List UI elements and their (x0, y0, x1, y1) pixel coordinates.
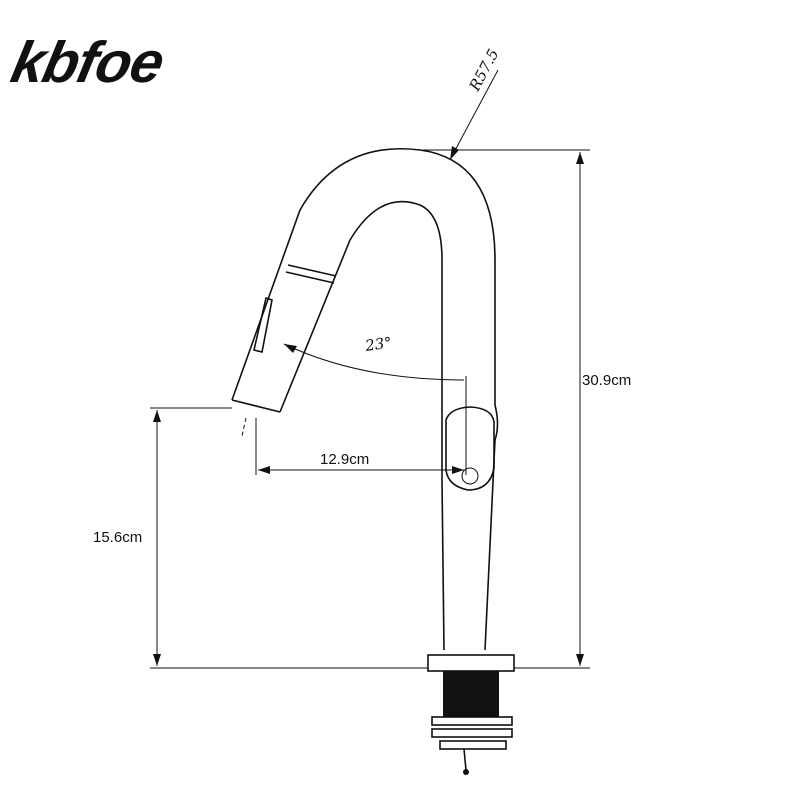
spout-height-label: 15.6cm (93, 529, 142, 546)
radius-leader-arrow (450, 146, 459, 160)
angle-arrow (284, 344, 297, 353)
spout-height-arrow-bottom (153, 654, 161, 666)
reach-arrow-left (258, 466, 270, 474)
height-total-arrow-top (576, 152, 584, 164)
washer-top (431, 716, 513, 726)
angle-label: 23° (363, 333, 393, 355)
angle-arc (283, 343, 465, 381)
nozzle-axis (241, 417, 247, 437)
brand-logo: kbfoe (6, 31, 169, 95)
reach-arrow-right (452, 466, 464, 474)
mounting-bolt (463, 748, 467, 771)
height-total-arrow-bottom (576, 654, 584, 666)
radius-leader-line (451, 69, 499, 157)
spray-head-band-lower (285, 271, 335, 284)
handle-pivot (461, 467, 479, 485)
spray-head-band (287, 264, 337, 277)
handle-lever (445, 406, 495, 491)
spout-height-arrow-top (153, 410, 161, 422)
base-escutcheon (427, 654, 515, 672)
height-total-label: 30.9cm (582, 372, 631, 389)
reach-label: 12.9cm (320, 451, 369, 468)
radius-label: R57.5 (465, 46, 502, 95)
mounting-nut (439, 740, 507, 750)
spray-button (253, 296, 273, 353)
faucet-outer-outline (231, 148, 499, 651)
washer-middle (431, 728, 513, 738)
nozzle-end (231, 399, 281, 413)
threaded-shank (443, 671, 499, 717)
faucet-inner-outline (279, 200, 445, 651)
bolt-end (463, 769, 469, 775)
